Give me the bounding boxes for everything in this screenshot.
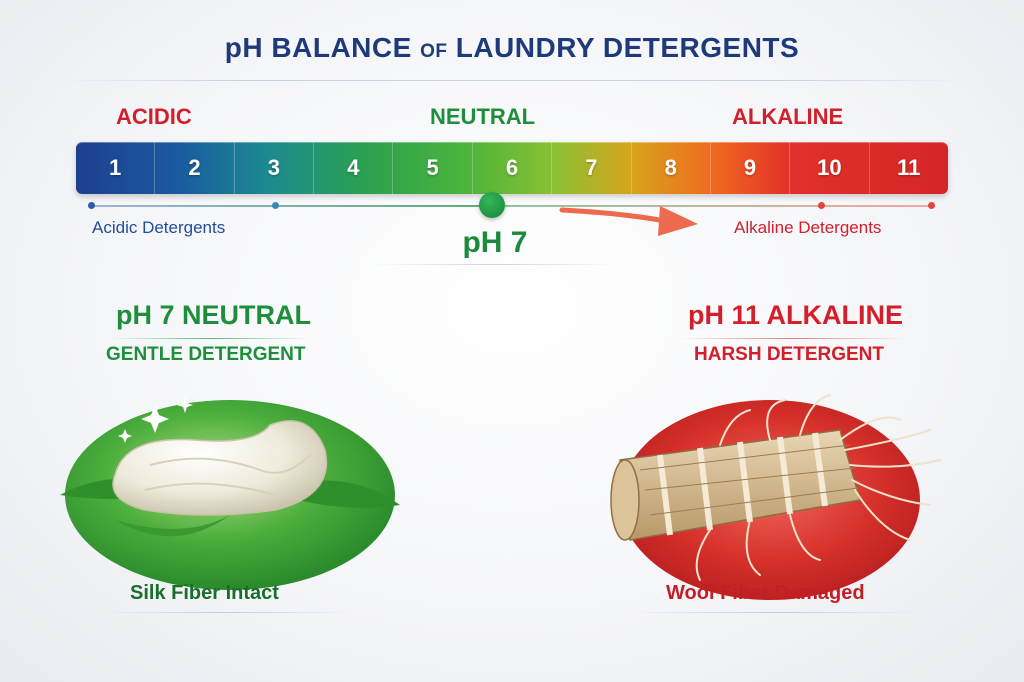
left-heading-rule (110, 338, 310, 339)
right-subheading: HARSH DETERGENT (694, 344, 885, 365)
zone-label-acidic: ACIDIC (116, 104, 192, 129)
title-part-b: LAUNDRY DETERGENTS (447, 32, 800, 63)
marker-dot (88, 202, 95, 209)
acidic-marker-line (90, 205, 485, 207)
ph7-marker-dot (479, 192, 505, 218)
ph-scale-cell: 3 (235, 142, 315, 194)
ph-scale-cell: 10 (790, 142, 870, 194)
title-part-a: pH BALANCE (224, 32, 421, 63)
right-illustration (610, 394, 941, 600)
left-caption: Silk Fiber Intact (130, 582, 279, 604)
left-caption-rule (95, 612, 355, 613)
ph7-divider (370, 264, 620, 265)
marker-dot (272, 202, 279, 209)
silk-fiber-icon (112, 420, 328, 516)
sparkle-icon (118, 397, 193, 443)
alkaline-arrow-icon (559, 206, 698, 236)
damaged-wool-fiber-icon (610, 394, 941, 581)
ph-scale-cell: 11 (897, 155, 921, 180)
marker-dot (928, 202, 935, 209)
zone-label-neutral: NEUTRAL (430, 104, 536, 129)
ph-scale-bar: 1 2 3 4 5 6 7 8 9 10 11 (76, 142, 948, 194)
ph-scale-cell: 8 (632, 142, 711, 194)
title-of: OF (420, 41, 448, 62)
ph-scale-cell: 6 (473, 142, 553, 194)
marker-dot (818, 202, 825, 209)
left-subheading: GENTLE DETERGENT (106, 344, 306, 365)
ph-scale-cell: 4 (314, 142, 394, 194)
right-heading: pH 11 ALKALINE (688, 300, 904, 330)
title-divider (60, 80, 964, 81)
ph-scale-cell: 1 (76, 142, 156, 194)
alkaline-marker-line (505, 205, 935, 207)
right-caption: Wool Fiber Damaged (666, 582, 865, 604)
zone-label-alkaline: ALKALINE (732, 104, 844, 129)
right-caption-rule (625, 612, 925, 613)
ph-scale-cell: 7 (552, 142, 632, 194)
page-title: pH BALANCE OF LAUNDRY DETERGENTS (0, 32, 1024, 64)
acidic-detergents-label: Acidic Detergents (92, 218, 226, 237)
left-illustration (60, 397, 400, 590)
left-heading: pH 7 NEUTRAL (116, 300, 311, 330)
ph-scale-cell: 2 (155, 142, 235, 194)
ph-scale-cell: 5 (393, 142, 473, 194)
right-heading-rule (680, 338, 905, 339)
ph-scale-cell: 9 (711, 142, 791, 194)
ph7-label: pH 7 (462, 226, 528, 259)
alkaline-detergents-label: Alkaline Detergents (734, 218, 882, 237)
